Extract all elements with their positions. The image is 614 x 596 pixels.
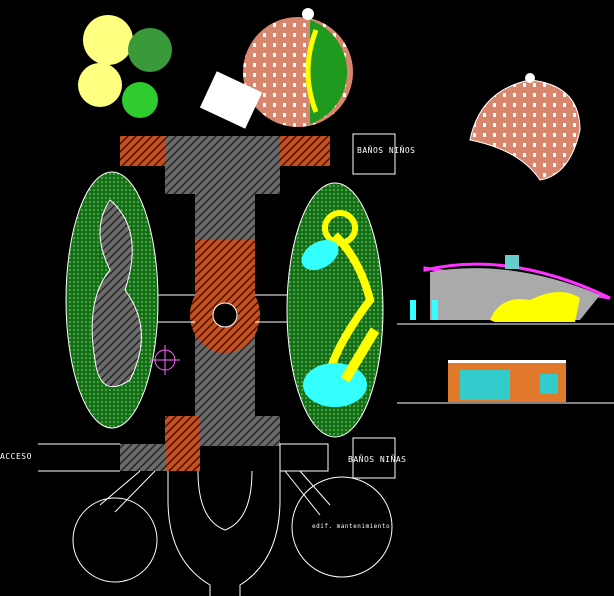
left-garden-track xyxy=(65,171,180,429)
label-mantenimiento: edif. mantenimiento xyxy=(312,523,391,530)
label-banos-ninos: BAÑOS NIÑOS xyxy=(357,146,416,155)
pavilion-plan-right xyxy=(469,73,581,181)
top-pavilion xyxy=(199,8,353,129)
pavilion-elevation xyxy=(410,255,611,322)
label-acceso: ACCESO xyxy=(0,452,32,461)
top-left-planters xyxy=(78,15,172,118)
right-garden-play xyxy=(286,182,384,438)
maintenance-elevation xyxy=(448,360,566,402)
top-paving xyxy=(120,136,330,472)
path-lines xyxy=(38,133,614,596)
label-banos-ninas: BAÑOS NIÑAS xyxy=(348,455,407,464)
